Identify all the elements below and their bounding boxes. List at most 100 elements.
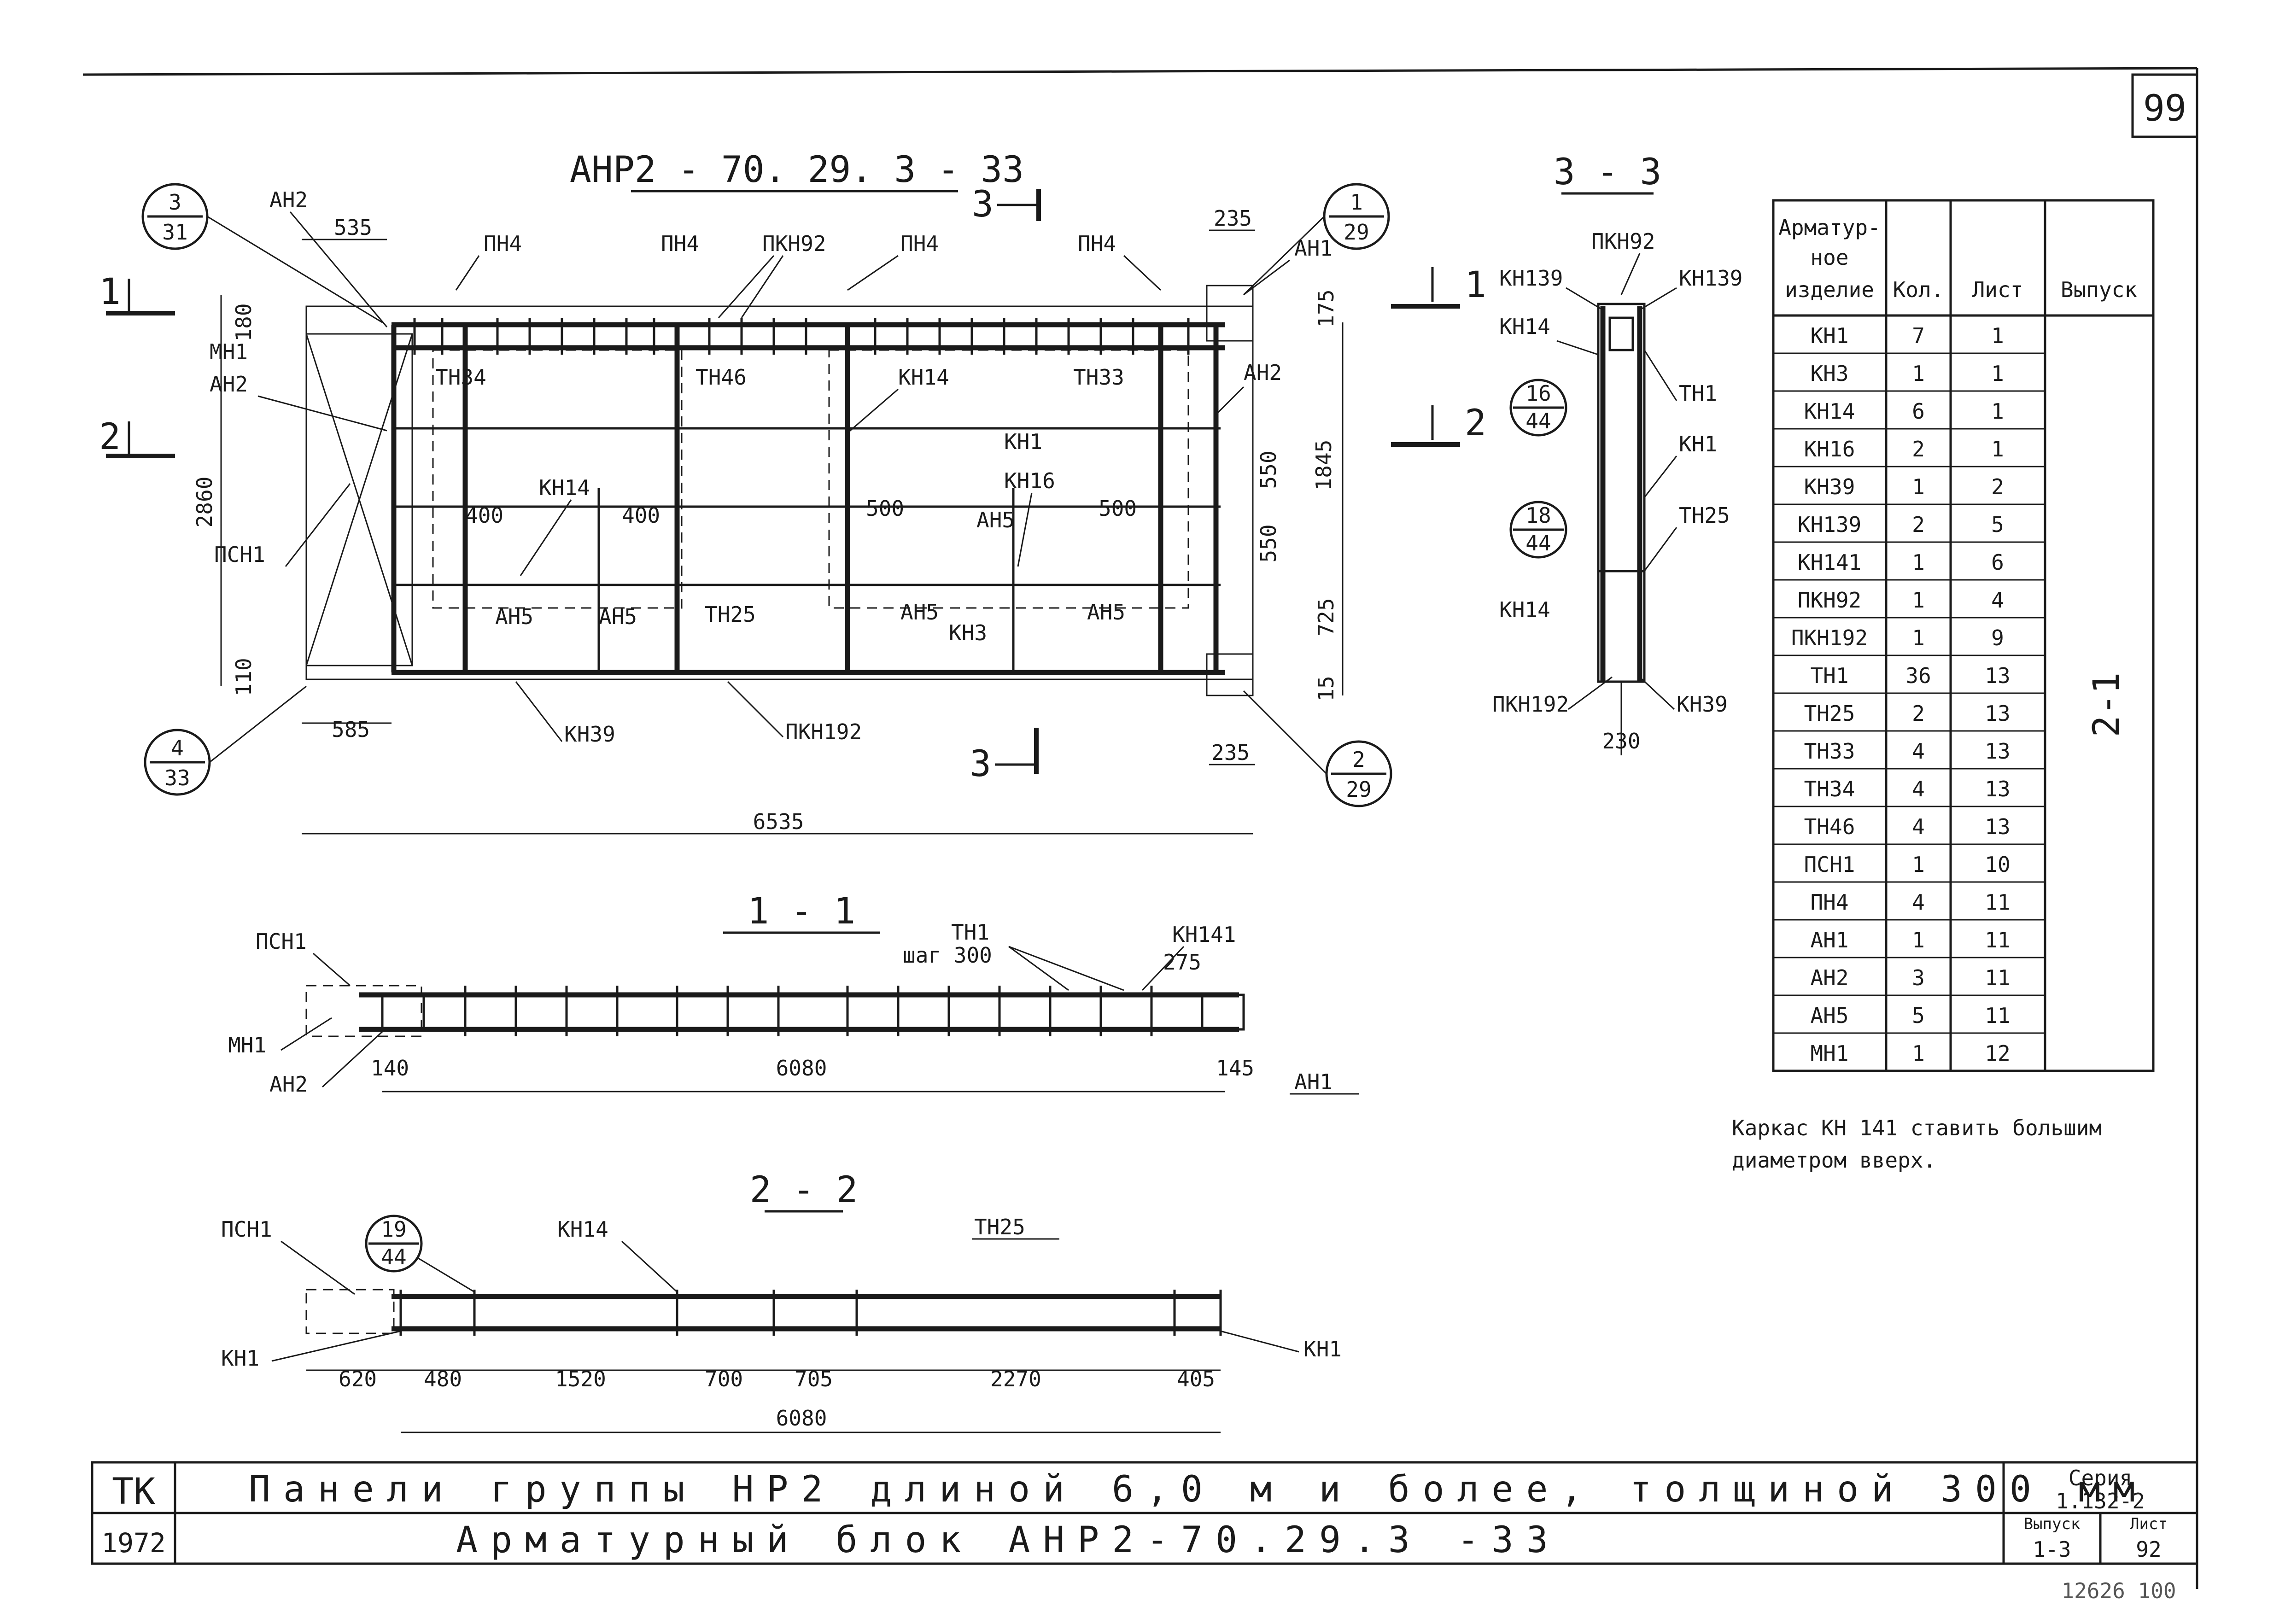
dim-550-a: 550 bbox=[1256, 450, 1281, 489]
s33-leader-tn25 bbox=[1643, 527, 1677, 572]
s11-leader-tn1-a bbox=[1008, 946, 1069, 991]
s11-leader-kn141 bbox=[1141, 946, 1185, 991]
spec-cell-qty: 1 bbox=[1912, 588, 1925, 613]
s22-label-tn25: ТН25 bbox=[974, 1215, 1025, 1239]
label-kn14-b: КН14 bbox=[539, 475, 590, 500]
s33-label-tn25: ТН25 bbox=[1679, 503, 1730, 528]
label-pkn92: ПКН92 bbox=[762, 231, 826, 256]
spec-cell-qty: 4 bbox=[1912, 739, 1925, 764]
dim-180: 180 bbox=[231, 303, 256, 341]
spec-cell-sheet: 11 bbox=[1985, 890, 2010, 915]
s11-dim-145: 145 bbox=[1216, 1056, 1254, 1081]
s22-dim-3: 700 bbox=[705, 1367, 743, 1391]
spec-cell-qty: 1 bbox=[1912, 361, 1925, 386]
label-an5-2: АН5 bbox=[495, 604, 533, 629]
spec-cell-item: АН2 bbox=[1810, 965, 1848, 990]
svg-text:29: 29 bbox=[1344, 220, 1369, 245]
svg-text:29: 29 bbox=[1346, 777, 1371, 802]
s33-leader-kn139-r bbox=[1642, 287, 1677, 310]
spec-cell-sheet: 4 bbox=[1991, 588, 2004, 613]
section-2-2: 2 - 2 ПСН1 19 44 КН14 ТН25 КН1 КН1 620 bbox=[221, 1169, 1342, 1433]
spec-cell-item: ТН1 bbox=[1810, 663, 1848, 688]
leader-pn4-4 bbox=[1123, 255, 1162, 291]
an1-box bbox=[1206, 285, 1254, 342]
svg-text:31: 31 bbox=[162, 220, 187, 245]
main-title: АНР2 - 70. 29. 3 - 33 bbox=[570, 149, 1024, 191]
leader-pkn192 bbox=[727, 681, 784, 738]
s33-leader-tn1 bbox=[1643, 350, 1677, 401]
s22-dim-2: 1520 bbox=[555, 1367, 606, 1391]
label-mn1: МН1 bbox=[210, 339, 248, 364]
dim-15: 15 bbox=[1314, 676, 1338, 701]
dim-110: 110 bbox=[231, 658, 256, 696]
svg-text:44: 44 bbox=[381, 1244, 406, 1269]
spec-cell-item: ПСН1 bbox=[1804, 852, 1855, 877]
s11-leader-mn1 bbox=[281, 1017, 332, 1051]
spec-cell-item: КН14 bbox=[1804, 399, 1855, 424]
s11-label-kn141: КН141 bbox=[1172, 922, 1236, 947]
label-kn3: КН3 bbox=[949, 620, 987, 645]
spec-cell-item: КН139 bbox=[1798, 512, 1861, 537]
spec-cell-item: ПН4 bbox=[1810, 890, 1848, 915]
label-pkn192: ПКН192 bbox=[785, 719, 862, 744]
th-sheet: Лист bbox=[1972, 277, 2023, 302]
callout-4-33: 4 33 bbox=[144, 685, 307, 796]
label-an5-4: АН5 bbox=[900, 600, 939, 625]
s22-dim-5: 2270 bbox=[990, 1367, 1041, 1391]
th-qty: Кол. bbox=[1893, 277, 1944, 302]
s22-leader-kn1-r bbox=[1220, 1330, 1299, 1353]
th-item-1: Арматур- bbox=[1778, 215, 1881, 240]
s11-leader-an2 bbox=[321, 1031, 383, 1088]
dim-1845: 1845 bbox=[1311, 440, 1336, 491]
svg-text:1: 1 bbox=[1350, 190, 1363, 215]
spec-cell-sheet: 1 bbox=[1991, 399, 2004, 424]
section-mark-1: 1 bbox=[99, 271, 175, 315]
s22-dim-1: 480 bbox=[424, 1367, 462, 1391]
s11-label-tn1: ТН1 bbox=[951, 920, 989, 945]
label-psn1: ПСН1 bbox=[214, 542, 265, 567]
spec-cell-qty: 3 bbox=[1912, 965, 1925, 990]
s11-label-an2: АН2 bbox=[269, 1072, 308, 1097]
dim-6535: 6535 bbox=[753, 809, 804, 834]
issue-value: 2-1 bbox=[2086, 672, 2127, 737]
spec-cell-item: КН16 bbox=[1804, 437, 1855, 461]
label-an2-top: АН2 bbox=[269, 187, 308, 212]
dim-175: 175 bbox=[1314, 289, 1338, 327]
leader-pkn92-b bbox=[741, 255, 784, 318]
leader-pkn92-a bbox=[718, 255, 775, 318]
s22-dim-0: 620 bbox=[339, 1367, 377, 1391]
label-an2-right: АН2 bbox=[1244, 360, 1282, 385]
s11-an1-block bbox=[1201, 993, 1245, 1031]
svg-text:4: 4 bbox=[171, 736, 184, 760]
s33-label-pkn92: ПКН92 bbox=[1591, 229, 1655, 254]
year: 1972 bbox=[101, 1527, 166, 1559]
spec-table: Арматур- ное изделие Кол. Лист Выпуск 2-… bbox=[1772, 199, 2155, 1072]
s33-label-kn1: КН1 bbox=[1679, 432, 1717, 456]
spec-cell-item: КН3 bbox=[1810, 361, 1848, 386]
label-kn39: КН39 bbox=[564, 722, 615, 747]
spec-cell-sheet: 11 bbox=[1985, 1003, 2010, 1028]
spec-cell-qty: 5 bbox=[1912, 1003, 1925, 1028]
spec-cell-sheet: 13 bbox=[1985, 701, 2010, 726]
spec-cell-qty: 4 bbox=[1912, 890, 1925, 915]
s33-label-pkn192: ПКН192 bbox=[1492, 692, 1569, 717]
spec-cell-item: КН1 bbox=[1810, 323, 1848, 348]
spec-cell-sheet: 1 bbox=[1991, 437, 2004, 461]
s33-leader-pkn92 bbox=[1620, 253, 1641, 295]
s33-leader-kn14-top bbox=[1556, 340, 1599, 356]
sheet-number: 99 bbox=[2143, 88, 2186, 129]
dim-500-b: 500 bbox=[1099, 496, 1137, 521]
spec-cell-item: КН39 bbox=[1804, 474, 1855, 499]
spec-cell-item: АН1 bbox=[1810, 928, 1848, 952]
spec-cell-qty: 7 bbox=[1912, 323, 1925, 348]
s33-leader-kn139-l bbox=[1566, 287, 1601, 310]
s11-label-mn1: МН1 bbox=[228, 1033, 266, 1057]
callout-3-31: 3 31 bbox=[141, 183, 383, 323]
section-mark-3-bot: 3 bbox=[970, 728, 1039, 785]
s22-dim-4: 705 bbox=[795, 1367, 833, 1391]
svg-text:2: 2 bbox=[99, 416, 121, 458]
label-tn34: ТН34 bbox=[435, 365, 486, 390]
spec-cell-sheet: 5 bbox=[1991, 512, 2004, 537]
spec-cell-qty: 1 bbox=[1912, 852, 1925, 877]
